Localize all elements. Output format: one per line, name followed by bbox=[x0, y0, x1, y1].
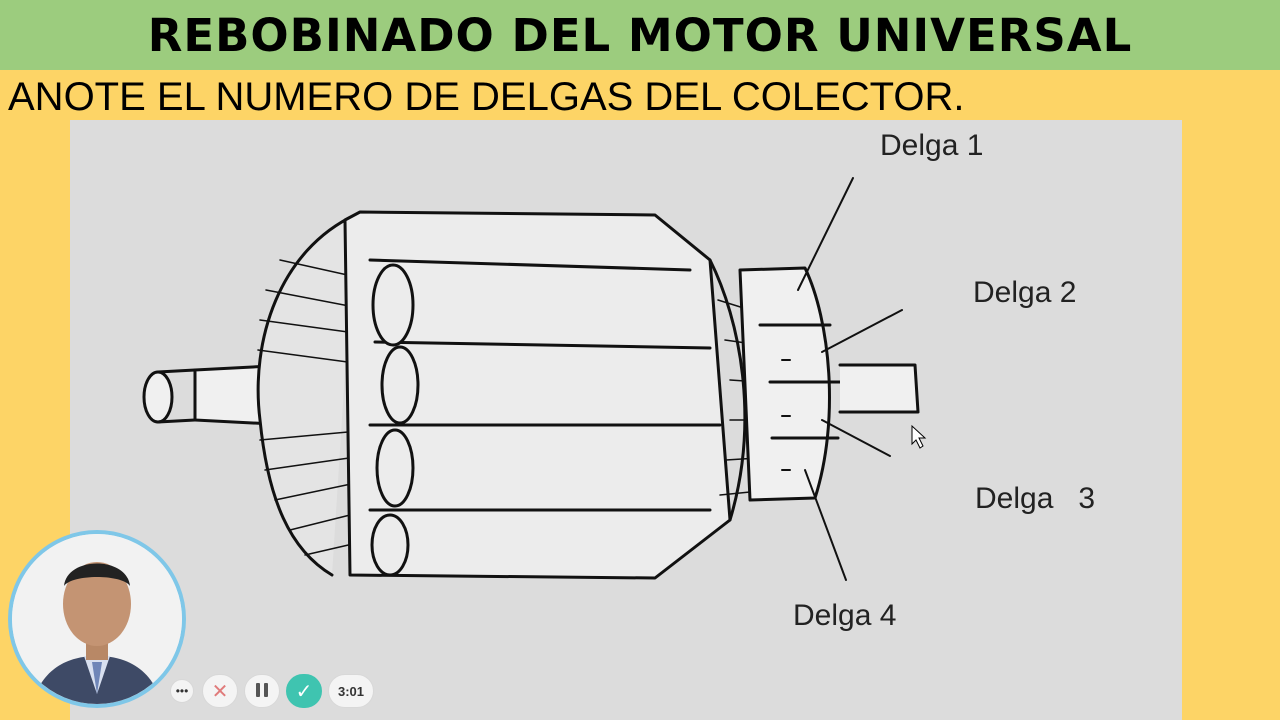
presenter-icon bbox=[12, 534, 182, 704]
left-winding bbox=[256, 213, 357, 577]
armature-body bbox=[343, 210, 732, 580]
leader-delga-3 bbox=[821, 419, 891, 457]
pause-recording-button[interactable] bbox=[244, 674, 280, 708]
armature-diagram: Delga 1 Delga 2 Delga 3 Delga 4 bbox=[70, 120, 1182, 720]
title-bar: REBOBINADO DEL MOTOR UNIVERSAL bbox=[0, 0, 1280, 70]
more-icon: ••• bbox=[175, 684, 189, 698]
pause-icon bbox=[254, 682, 270, 700]
right-winding bbox=[708, 258, 747, 522]
close-icon: ✕ bbox=[211, 680, 229, 703]
check-icon: ✓ bbox=[295, 680, 313, 703]
leader-delga-1 bbox=[797, 177, 854, 291]
label-delga-1: Delga 1 bbox=[880, 129, 983, 162]
presenter-webcam bbox=[8, 530, 186, 708]
leader-delga-2 bbox=[821, 309, 903, 353]
left-shaft-end bbox=[142, 370, 174, 424]
commutator bbox=[738, 266, 831, 502]
recording-timer: 3:01 bbox=[328, 674, 374, 708]
slide-instruction: ANOTE EL NUMERO DE DELGAS DEL COLECTOR. bbox=[8, 75, 965, 119]
label-delga-2: Delga 2 bbox=[973, 276, 1076, 309]
slide-title: REBOBINADO DEL MOTOR UNIVERSAL bbox=[147, 8, 1133, 62]
finish-recording-button[interactable]: ✓ bbox=[286, 674, 322, 708]
leader-delga-4 bbox=[804, 469, 847, 581]
more-button[interactable]: ••• bbox=[170, 679, 194, 703]
label-delga-4: Delga 4 bbox=[793, 599, 896, 632]
cancel-recording-button[interactable]: ✕ bbox=[202, 674, 238, 708]
right-shaft bbox=[838, 363, 920, 414]
armature-drawing: Delga 1 Delga 2 Delga 3 Delga 4 bbox=[142, 129, 1095, 632]
mouse-cursor-icon bbox=[911, 424, 927, 449]
label-delga-3: Delga 3 bbox=[975, 482, 1095, 515]
